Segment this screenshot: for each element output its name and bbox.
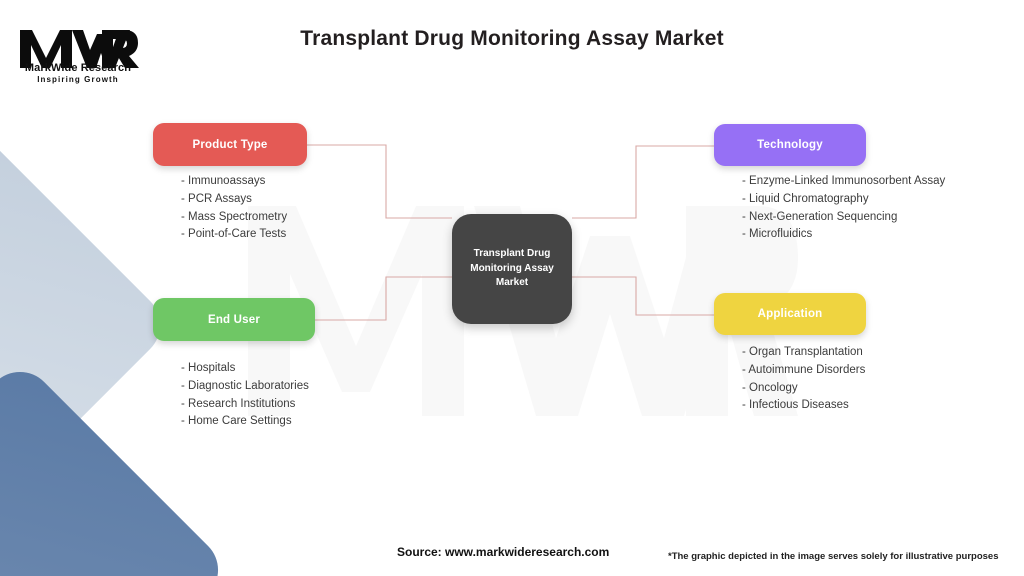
list-item: - PCR Assays bbox=[181, 192, 252, 205]
list-item: - Organ Transplantation bbox=[742, 346, 863, 358]
branch-items-product-type: - Immunoassays - PCR Assays - Mass Spect… bbox=[181, 173, 287, 244]
list-item: - Hospitals bbox=[181, 362, 236, 374]
center-node-label: Transplant Drug Monitoring Assay Market bbox=[462, 247, 562, 291]
branch-label-product-type: Product Type bbox=[192, 138, 268, 151]
branch-node-product-type[interactable]: Product Type bbox=[153, 123, 307, 166]
connector-end-user bbox=[315, 276, 452, 321]
center-node-line: Monitoring Assay bbox=[470, 262, 554, 274]
list-item: - Infectious Diseases bbox=[742, 399, 849, 412]
disclaimer-note: *The graphic depicted in the image serve… bbox=[668, 551, 999, 562]
branch-node-end-user[interactable]: End User bbox=[153, 298, 315, 341]
branch-items-technology: - Enzyme-Linked Immunosorbent Assay - Li… bbox=[742, 173, 945, 244]
list-item: - Research Institutions bbox=[181, 397, 296, 410]
connector-product-type bbox=[307, 144, 452, 219]
list-item: - Oncology bbox=[742, 381, 798, 394]
source-label: Source: www.markwideresearch.com bbox=[397, 545, 610, 559]
page-title: Transplant Drug Monitoring Assay Market bbox=[300, 27, 724, 50]
branch-items-application: - Organ Transplantation - Autoimmune Dis… bbox=[742, 344, 865, 415]
connector-technology bbox=[572, 145, 714, 219]
list-item: - Home Care Settings bbox=[181, 415, 292, 428]
connector-application bbox=[572, 276, 714, 316]
branch-label-technology: Technology bbox=[757, 139, 823, 151]
list-item: - Liquid Chromatography bbox=[742, 192, 869, 205]
list-item: - Immunoassays bbox=[181, 175, 266, 187]
list-item: - Autoimmune Disorders bbox=[742, 363, 866, 376]
brand-logo bbox=[16, 24, 140, 86]
list-item: - Microfluidics bbox=[742, 228, 813, 241]
center-node-line: Transplant Drug bbox=[473, 248, 551, 260]
list-item: - Enzyme-Linked Immunosorbent Assay bbox=[742, 175, 946, 187]
branch-label-application: Application bbox=[757, 308, 823, 320]
logo-company-name: MarkWide Research bbox=[24, 62, 132, 74]
mwr-logo-icon bbox=[20, 30, 139, 68]
center-node[interactable]: Transplant Drug Monitoring Assay Market bbox=[452, 214, 572, 324]
branch-label-end-user: End User bbox=[207, 313, 261, 326]
list-item: - Point-of-Care Tests bbox=[181, 228, 287, 241]
logo-tagline: Inspiring Growth bbox=[37, 75, 119, 84]
list-item: - Mass Spectrometry bbox=[181, 210, 288, 223]
center-node-line: Market bbox=[495, 277, 529, 289]
list-item: - Diagnostic Laboratories bbox=[181, 379, 309, 392]
list-item: - Next-Generation Sequencing bbox=[742, 210, 898, 223]
branch-node-application[interactable]: Application bbox=[714, 293, 866, 335]
branch-items-end-user: - Hospitals - Diagnostic Laboratories - … bbox=[181, 360, 309, 431]
branch-node-technology[interactable]: Technology bbox=[714, 124, 866, 166]
